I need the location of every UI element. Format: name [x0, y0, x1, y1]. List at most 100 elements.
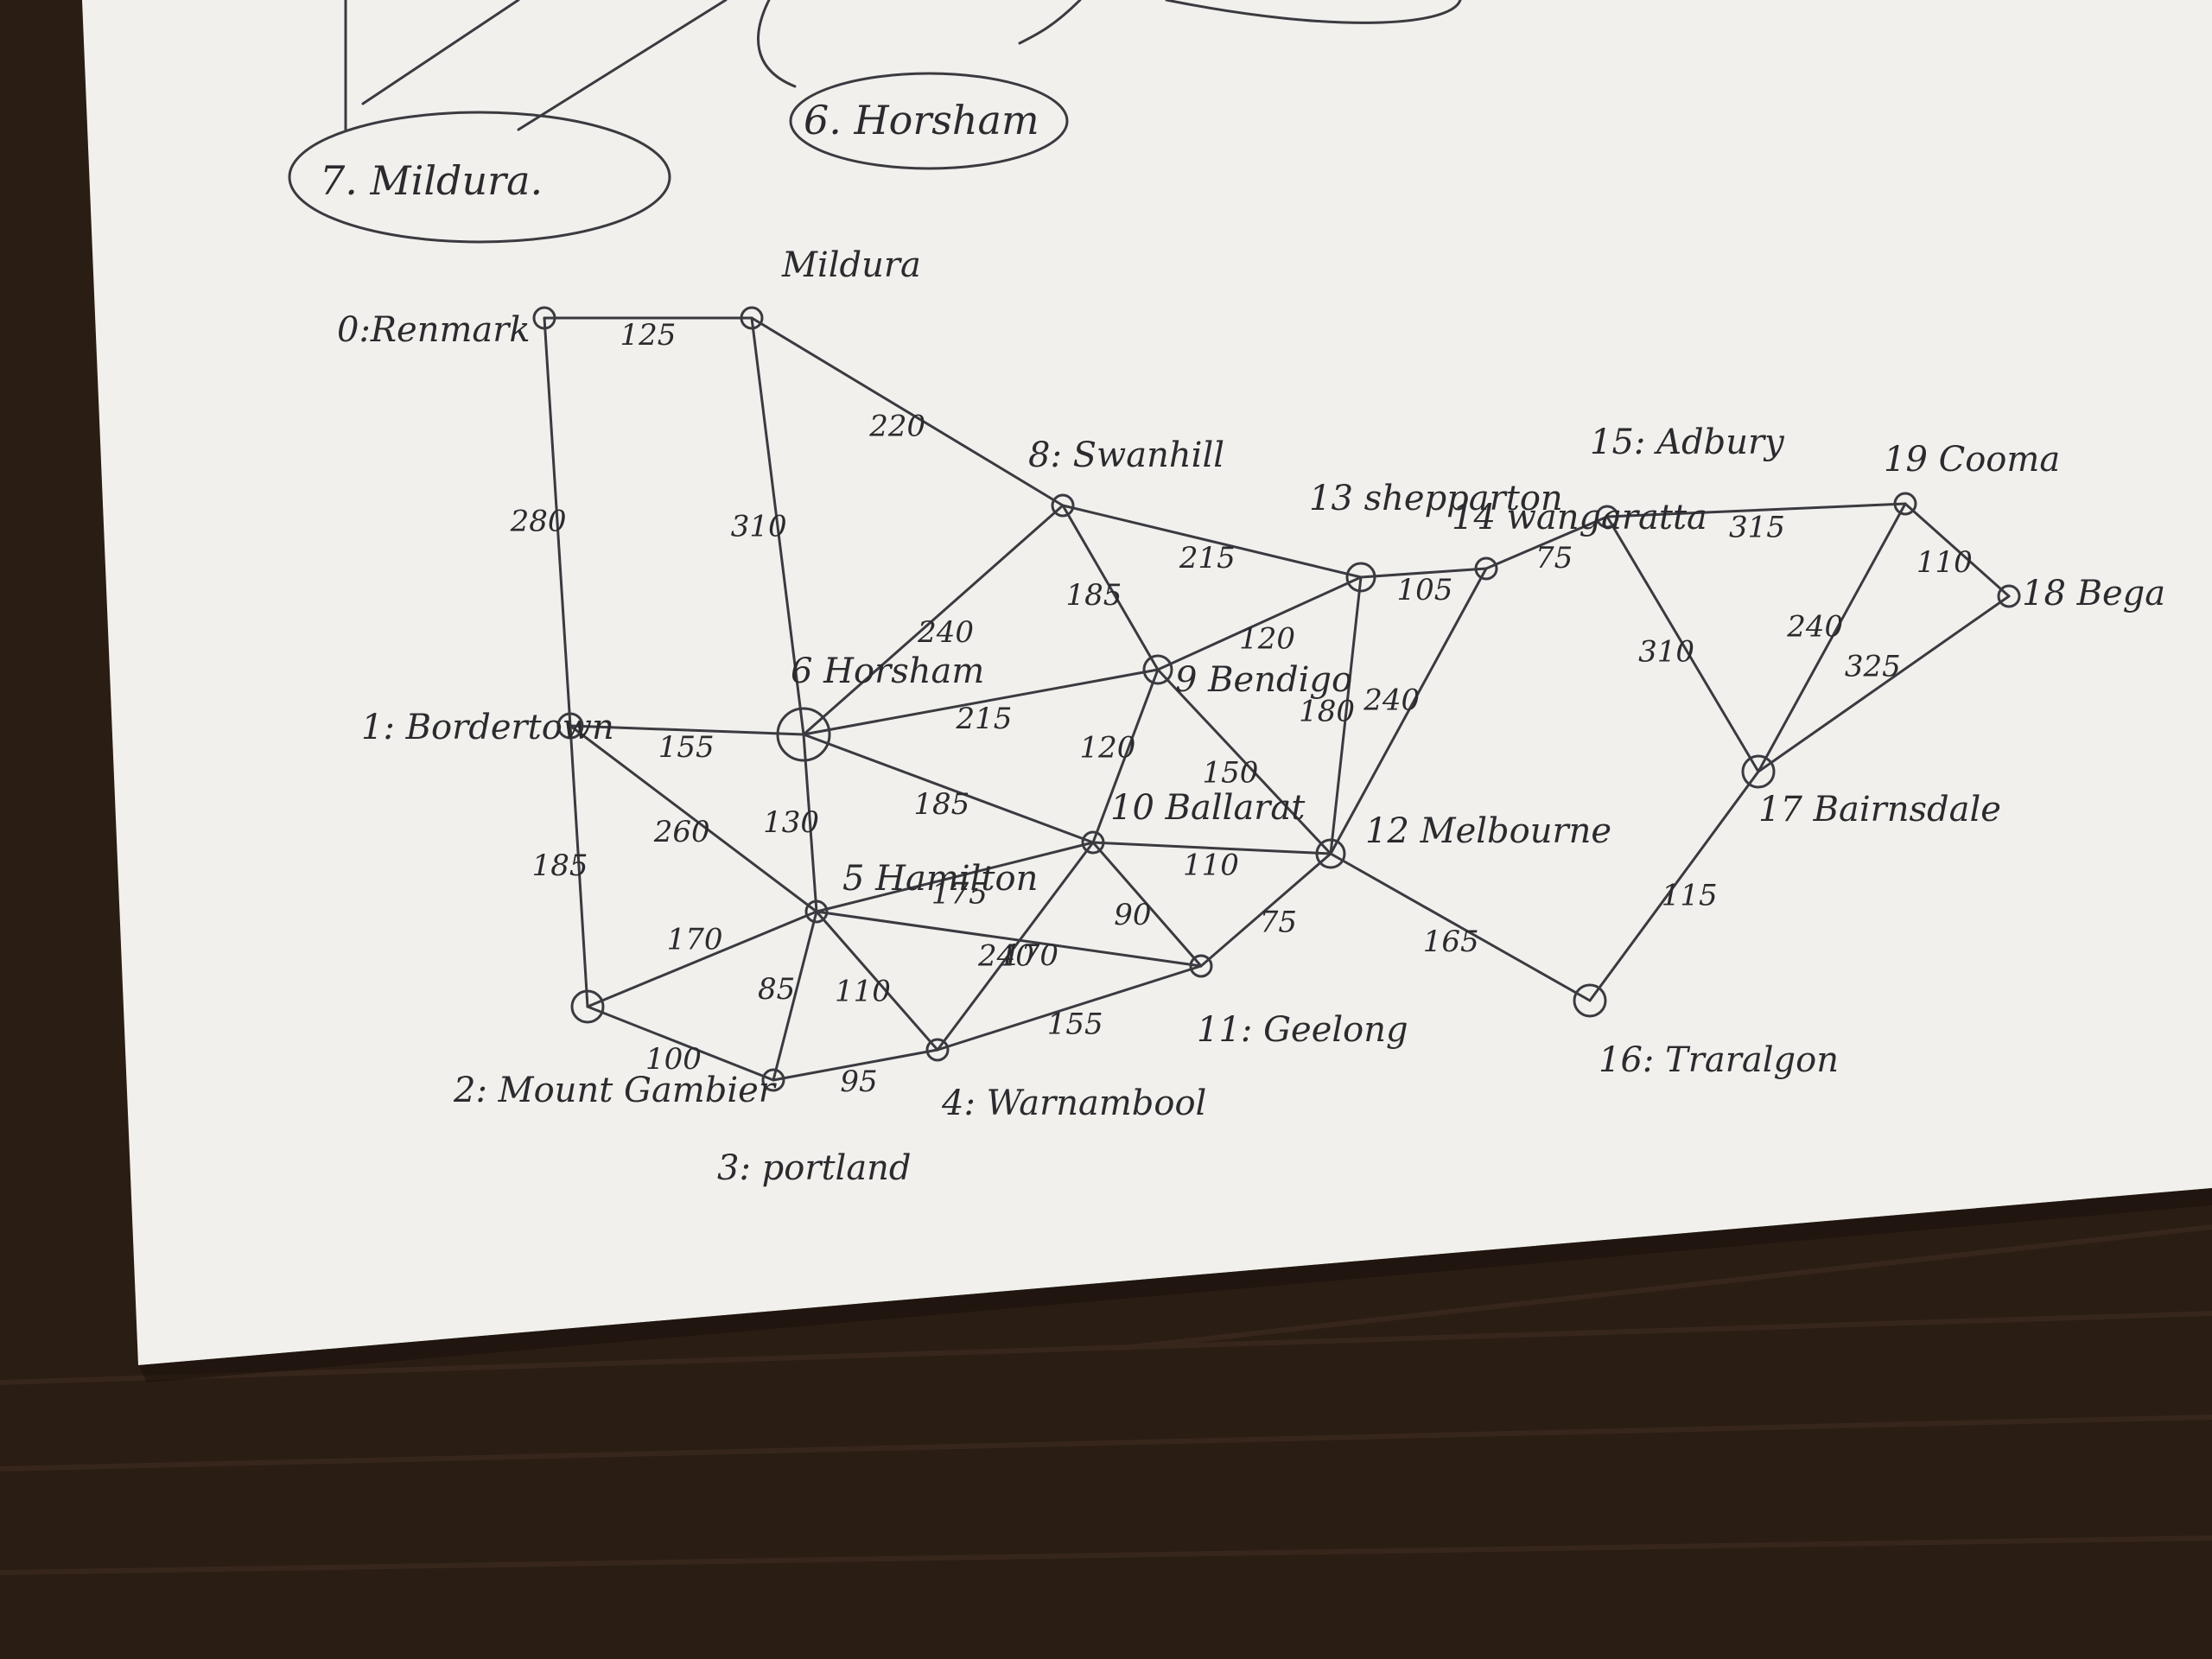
edge-weight-8-13: 215: [1179, 541, 1236, 575]
node-label-16: 16: Traralgon: [1599, 1040, 1839, 1080]
edge-weight-5-2: 170: [667, 923, 723, 957]
edge-weight-5-10: 175: [931, 876, 988, 911]
edge-weight-5-4: 110: [835, 974, 891, 1008]
node-label-10: 10 Ballarat: [1110, 788, 1306, 828]
edge-2-3: [586, 1005, 775, 1082]
node-label-4: 4: Warnambool: [941, 1084, 1206, 1123]
edge-5-2: [586, 910, 818, 1008]
edge-12-16: [1329, 852, 1592, 1002]
edge-weight-19-18: 110: [1916, 545, 1973, 580]
edge-weight-10-11: 90: [1114, 898, 1151, 932]
edge-weight-15-19: 315: [1729, 510, 1785, 544]
node-label-6: 6 Horsham: [791, 652, 984, 691]
node-14: [1474, 556, 1498, 581]
node-label-5: 5 Hamilton: [842, 859, 1038, 899]
edge-14-15: [1484, 515, 1609, 570]
edge-5-4: [815, 910, 939, 1052]
edge-6-8: [802, 504, 1065, 736]
edge-weight-6-9: 215: [956, 702, 1013, 736]
desk-grain: [0, 1224, 2212, 1575]
edge-13-14: [1359, 567, 1488, 579]
edge-8-13: [1061, 504, 1363, 579]
node-18: [1997, 584, 2021, 608]
edge-9-13: [1156, 575, 1363, 671]
edge-4-10: [936, 841, 1095, 1052]
edge-weight-6-8: 240: [917, 615, 974, 650]
edge-7-8: [750, 316, 1065, 507]
edge-weight-2-3: 100: [645, 1042, 702, 1077]
top-fragment: 7. Mildura. 6. Horsham: [288, 0, 1462, 244]
edge-weight-10-12: 110: [1183, 848, 1239, 882]
edge-weight-8-9: 185: [1066, 578, 1122, 613]
edge-weight-13-14: 105: [1397, 573, 1453, 607]
node-5: [804, 899, 829, 924]
node-6: [776, 707, 831, 762]
node-label-7: Mildura: [781, 245, 921, 285]
node-2: [570, 989, 605, 1024]
edge-5-10: [815, 841, 1095, 913]
edge-weight-16-17: 115: [1662, 879, 1718, 913]
edge-weight-0-1: 280: [510, 504, 567, 538]
edge-weight-6-10: 185: [913, 787, 969, 822]
edge-weight-9-13: 120: [1239, 622, 1295, 657]
edge-weight-18-17: 325: [1845, 649, 1901, 683]
top-arc-2: [361, 0, 520, 105]
node-0: [532, 306, 556, 330]
node-label-2: 2: Mount Gambier: [453, 1071, 778, 1110]
node-label-17: 17 Bairnsdale: [1758, 790, 2001, 830]
node-1: [556, 712, 584, 740]
top-arc-3: [517, 0, 728, 131]
edge-3-4: [772, 1048, 939, 1082]
top-horsham-oval: [789, 72, 1069, 170]
top-arc-6: [1165, 0, 1462, 24]
node-label-18: 18 Bega: [2022, 574, 2165, 613]
edge-5-11: [815, 910, 1203, 968]
node-label-3: 3: portland: [717, 1148, 912, 1188]
edge-weight-0-7: 125: [620, 318, 677, 353]
edge-13-12: [1329, 575, 1363, 855]
edge-6-9: [802, 668, 1160, 736]
edge-1-6: [569, 724, 805, 736]
node-label-11: 11: Geelong: [1197, 1010, 1408, 1050]
edge-weight-15-17: 310: [1638, 635, 1694, 670]
edge-6-5: [802, 733, 818, 913]
edge-weight-5-3: 85: [758, 972, 795, 1007]
edge-weight-5-11: 240: [977, 938, 1034, 973]
node-9: [1142, 654, 1173, 685]
node-label-1: 1: Bordertown: [361, 708, 614, 747]
paper-shadow: [138, 1188, 2212, 1382]
edge-11-12: [1199, 852, 1332, 968]
node-8: [1051, 493, 1075, 518]
top-arc-4: [757, 0, 797, 88]
edge-weight-1-5: 260: [653, 815, 710, 849]
edge-10-12: [1091, 841, 1332, 855]
edge-weight-3-4: 95: [840, 1065, 877, 1099]
node-15: [1595, 505, 1619, 529]
node-19: [1893, 492, 1917, 516]
edge-18-17: [1757, 594, 2011, 773]
edge-weight-7-8: 220: [868, 409, 925, 443]
top-mildura-oval: [288, 111, 671, 244]
node-label-9: 9 Bendigo: [1175, 660, 1352, 700]
edge-weight-14-15: 75: [1535, 541, 1573, 575]
node-11: [1189, 954, 1213, 978]
node-4: [925, 1038, 950, 1062]
edge-19-17: [1757, 502, 1907, 773]
edge-weight-6-5: 130: [763, 805, 819, 840]
paper-sheet: [82, 0, 2212, 1365]
edge-weight-7-6: 310: [731, 510, 787, 544]
node-7: [740, 306, 764, 330]
edge-15-17: [1605, 515, 1760, 773]
node-label-19: 19 Cooma: [1884, 440, 2060, 480]
node-label-8: 8: Swanhill: [1028, 435, 1224, 475]
node-17: [1741, 754, 1776, 789]
edge-5-3: [772, 910, 818, 1082]
edge-weight-4-10: 170: [1002, 938, 1058, 973]
node-label-15: 15: Adbury: [1590, 423, 1785, 462]
edge-weight-12-16: 165: [1423, 925, 1479, 959]
edge-weight-13-12: 180: [1299, 695, 1355, 729]
node-label-14: 14 wangaratta: [1452, 498, 1707, 537]
